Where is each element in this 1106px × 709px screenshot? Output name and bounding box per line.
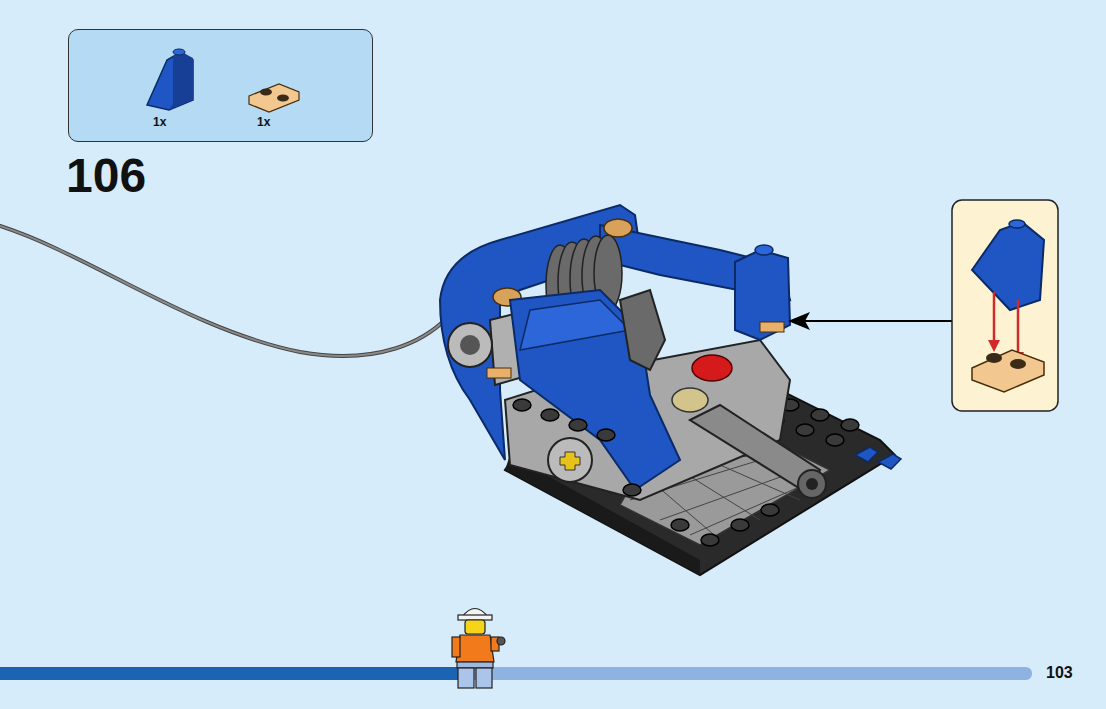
parts-list-box: 1x 1x <box>68 29 373 142</box>
step-number: 106 <box>66 152 146 200</box>
part-icons <box>69 30 374 143</box>
part-quantity: 1x <box>257 115 270 129</box>
progress-fill <box>0 667 462 680</box>
page-number: 103 <box>1046 665 1073 681</box>
winch-cable <box>0 226 447 356</box>
progress-track <box>0 667 1032 680</box>
part-quantity: 1x <box>153 115 166 129</box>
